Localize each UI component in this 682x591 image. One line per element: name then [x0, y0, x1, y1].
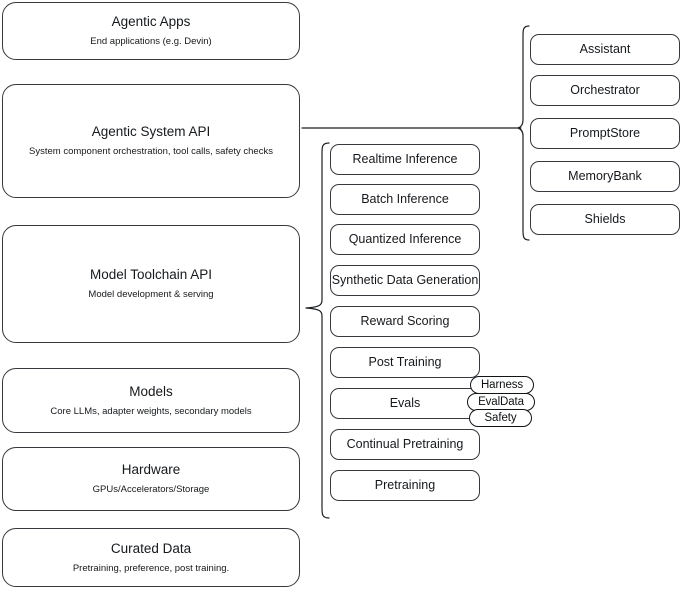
- toolchain-item-batch-inference[interactable]: Batch Inference: [330, 184, 480, 215]
- badge-label: Safety: [484, 412, 517, 424]
- chip-label: Post Training: [368, 354, 442, 369]
- chip-label: Quantized Inference: [348, 231, 462, 246]
- brace-toolchain-items: [305, 142, 330, 519]
- layer-subtitle: System component orchestration, tool cal…: [29, 146, 273, 157]
- badge-label: Harness: [480, 379, 524, 391]
- chip-label: Shields: [584, 211, 626, 226]
- chip-label: Orchestrator: [570, 82, 640, 97]
- chip-label: Pretraining: [374, 477, 436, 492]
- chip-label: Continual Pretraining: [346, 436, 464, 451]
- toolchain-item-evals[interactable]: Evals: [330, 388, 480, 419]
- chip-label: Batch Inference: [361, 191, 449, 206]
- toolchain-item-post-training[interactable]: Post Training: [330, 347, 480, 378]
- layer-subtitle: End applications (e.g. Devin): [90, 36, 212, 47]
- chip-label: MemoryBank: [568, 168, 642, 183]
- chip-label: Reward Scoring: [360, 313, 450, 328]
- layer-subtitle: Pretraining, preference, post training.: [72, 562, 230, 574]
- layer-model-toolchain-api[interactable]: Model Toolchain API Model development & …: [2, 225, 300, 343]
- system-item-orchestrator[interactable]: Orchestrator: [530, 75, 680, 106]
- toolchain-item-realtime-inference[interactable]: Realtime Inference: [330, 144, 480, 175]
- chip-label: PromptStore: [569, 125, 641, 140]
- layer-agentic-system-api[interactable]: Agentic System API System component orch…: [2, 84, 300, 198]
- system-item-promptstore[interactable]: PromptStore: [530, 118, 680, 149]
- eval-badge-harness[interactable]: Harness: [470, 376, 534, 394]
- layer-subtitle: GPUs/Accelerators/Storage: [92, 484, 210, 495]
- chip-label: Realtime Inference: [352, 151, 458, 166]
- brace-system-components: [517, 25, 530, 241]
- layer-subtitle: Model development & serving: [88, 289, 214, 300]
- system-item-memorybank[interactable]: MemoryBank: [530, 161, 680, 192]
- layer-subtitle: Core LLMs, adapter weights, secondary mo…: [50, 405, 252, 417]
- layer-agentic-apps[interactable]: Agentic Apps End applications (e.g. Devi…: [2, 2, 300, 60]
- layer-title: Model Toolchain API: [89, 267, 213, 283]
- system-item-assistant[interactable]: Assistant: [530, 34, 680, 65]
- chip-label: Synthetic Data Generation: [331, 272, 479, 287]
- eval-badge-safety[interactable]: Safety: [469, 409, 532, 427]
- layer-hardware[interactable]: Hardware GPUs/Accelerators/Storage: [2, 447, 300, 511]
- layer-title: Agentic Apps: [111, 14, 191, 30]
- system-item-shields[interactable]: Shields: [530, 204, 680, 235]
- layer-title: Models: [129, 383, 173, 399]
- toolchain-item-synthetic-data-generation[interactable]: Synthetic Data Generation: [330, 265, 480, 296]
- toolchain-item-pretraining[interactable]: Pretraining: [330, 470, 480, 501]
- chip-label: Evals: [389, 395, 421, 410]
- toolchain-item-continual-pretraining[interactable]: Continual Pretraining: [330, 429, 480, 460]
- toolchain-item-reward-scoring[interactable]: Reward Scoring: [330, 306, 480, 337]
- chip-label: Assistant: [579, 41, 631, 56]
- layer-title: Curated Data: [110, 540, 192, 556]
- badge-label: EvalData: [478, 396, 524, 408]
- layer-title: Agentic System API: [91, 124, 211, 140]
- layer-title: Hardware: [121, 462, 181, 478]
- toolchain-item-quantized-inference[interactable]: Quantized Inference: [330, 224, 480, 255]
- layer-models[interactable]: Models Core LLMs, adapter weights, secon…: [2, 368, 300, 433]
- layer-curated-data[interactable]: Curated Data Pretraining, preference, po…: [2, 528, 300, 587]
